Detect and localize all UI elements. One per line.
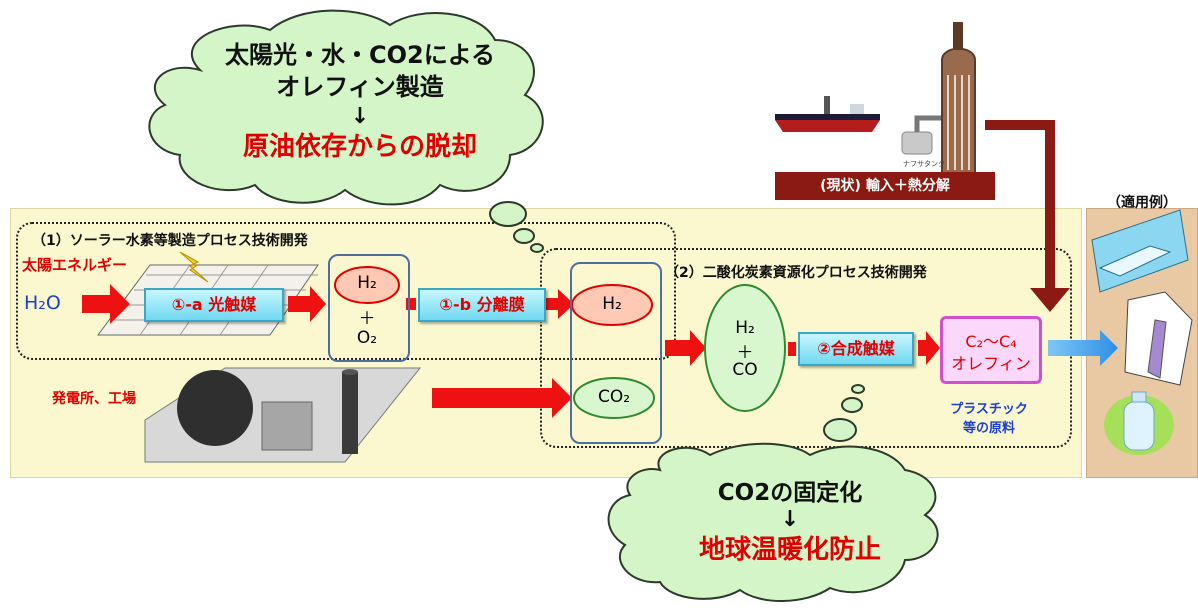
top-cloud-line2: オレフィン製造 xyxy=(276,73,444,101)
h2-o2-o2-label: O₂ xyxy=(356,328,378,348)
bottom-cloud-arrow: ↓ xyxy=(780,507,800,532)
power-plant xyxy=(144,367,422,463)
section1-border xyxy=(16,222,676,360)
bottom-cloud xyxy=(607,384,939,602)
top-cloud-arrow: ↓ xyxy=(350,104,370,129)
greenhouse-image xyxy=(1091,209,1189,293)
bottle-image xyxy=(1104,391,1174,455)
separated-co2-ellipse xyxy=(573,377,655,419)
tanker-ship xyxy=(775,96,880,132)
top-cloud xyxy=(148,9,544,253)
olefin-name: オレフィン xyxy=(951,354,1031,373)
solar-energy-label: 太陽エネルギー xyxy=(22,256,128,274)
separated-h2-ellipse xyxy=(571,284,653,326)
application-arrow xyxy=(1048,330,1118,366)
cracking-furnace xyxy=(901,22,976,186)
process-arrows xyxy=(82,284,940,418)
plastic-line1: プラスチック xyxy=(950,402,1028,417)
h2-o2-h2-label: H₂ xyxy=(357,273,377,293)
section2-title: （2）二酸化炭素資源化プロセス技術開発 xyxy=(665,265,927,281)
plastic-line2: 等の原料 xyxy=(962,421,1015,436)
h2-o2-box xyxy=(328,254,410,362)
separated-gas-box xyxy=(570,262,662,444)
application-label: （適用例） xyxy=(1107,195,1177,211)
top-cloud-text: 太陽光・水・CO2による オレフィン製造 ↓ 原油依存からの脱却 xyxy=(210,40,510,164)
import-arrow xyxy=(985,120,1055,290)
synthesis-catalyst-button: ②合成触媒 xyxy=(798,332,914,366)
syngas-plus: ＋ xyxy=(736,343,754,363)
h2-o2-h2-ellipse xyxy=(334,266,400,304)
separation-membrane-button: ①-b 分離膜 xyxy=(418,288,546,322)
bottom-cloud-text: CO2の固定化 ↓ 地球温暖化防止 xyxy=(650,478,930,568)
plant-label: 発電所、工場 xyxy=(52,391,136,407)
h2-o2-plus: ＋ xyxy=(358,309,376,329)
naphtha-tank-label: ナフサタンク xyxy=(903,159,945,168)
syngas-ellipse xyxy=(704,284,786,412)
olefin-formula: C₂～C₄ xyxy=(965,332,1017,351)
separated-co2-label: CO₂ xyxy=(597,387,631,407)
current-status-box: (現状) 輸入＋熱分解 xyxy=(775,172,995,200)
plastic-label: プラスチック 等の原料 xyxy=(934,398,1044,436)
separated-h2-label: H₂ xyxy=(602,294,622,314)
section1-title: （1）ソーラー水素等製造プロセス技術開発 xyxy=(32,233,308,249)
shirt-image xyxy=(1124,291,1193,386)
olefin-box xyxy=(940,316,1042,384)
h2o-label: H₂O xyxy=(24,292,61,314)
top-cloud-line1: 太陽光・水・CO2による xyxy=(225,41,495,69)
bottom-cloud-line1: CO2の固定化 xyxy=(717,480,863,506)
photocatalyst-button: ①-a 光触媒 xyxy=(144,288,284,322)
syngas-h2-label: H₂ xyxy=(735,318,755,338)
syngas-co-label: CO xyxy=(732,360,758,380)
top-cloud-line3: 原油依存からの脱却 xyxy=(242,132,477,162)
bottom-cloud-line2: 地球温暖化防止 xyxy=(698,535,881,565)
